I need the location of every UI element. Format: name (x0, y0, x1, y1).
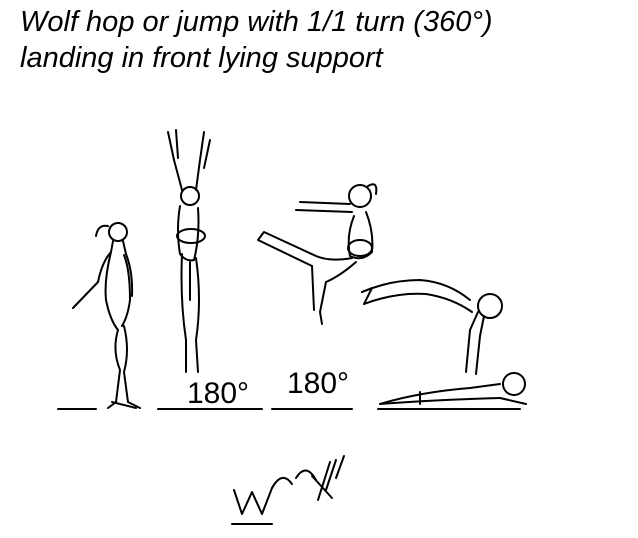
wolf-jump-notation-icon (231, 455, 345, 525)
gymnast-lying-figure (379, 372, 527, 405)
gymnast-wolf-jump-figure (257, 183, 378, 325)
turn-angle-label-first: 180° (187, 377, 249, 410)
title-line-2: landing in front lying support (20, 42, 383, 74)
title-line-1: Wolf hop or jump with 1/1 turn (360°) (20, 6, 493, 38)
gymnast-descending-figure (361, 279, 503, 375)
gymnast-standing-figure (72, 222, 141, 409)
element-title: Wolf hop or jump with 1/1 turn (360°) la… (20, 4, 493, 76)
gymnast-jump-figure (167, 129, 211, 373)
turn-angle-label-second: 180° (287, 367, 349, 400)
